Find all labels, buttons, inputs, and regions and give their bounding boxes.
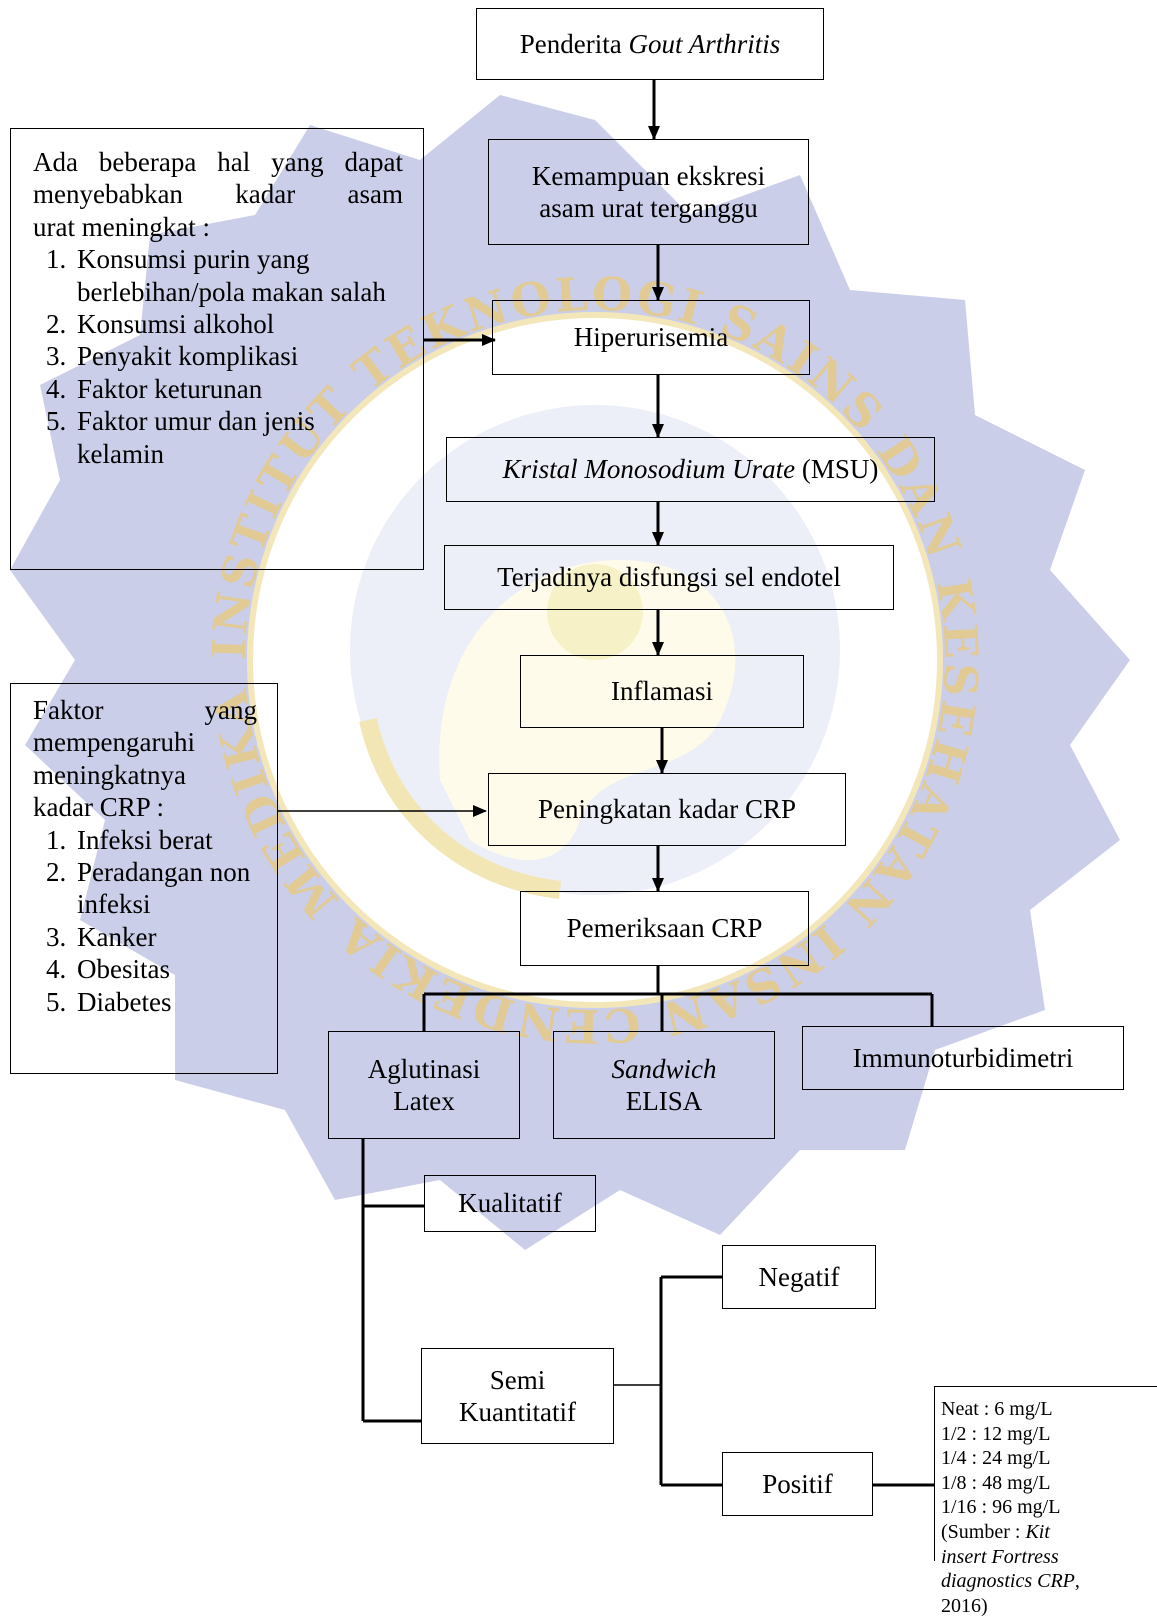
node-positif: Positif: [722, 1452, 873, 1516]
asam-urat-item: Konsumsi alkohol: [73, 308, 403, 340]
asam-urat-item: Faktor keturunan: [73, 373, 403, 405]
crp-item: Infeksi berat: [73, 824, 257, 856]
asam-urat-item: Faktor umur dan jenis kelamin: [73, 405, 403, 470]
asam-urat-item: Penyakit komplikasi: [73, 340, 403, 372]
crp-intro-1: Faktor yang: [33, 695, 257, 725]
node-inflamasi: Inflamasi: [520, 655, 804, 728]
positif-value-line: 1/2 : 12 mg/L: [941, 1422, 1051, 1445]
positif-value-line: Neat : 6 mg/L: [941, 1398, 1053, 1420]
node-pemeriksaan-crp: Pemeriksaan CRP: [520, 891, 809, 966]
node-immunoturbidimetri: Immunoturbidimetri: [802, 1026, 1124, 1090]
asam-urat-intro-3: urat meningkat :: [33, 211, 210, 242]
node-negatif: Negatif: [722, 1245, 876, 1309]
node-gout-arthritis: Penderita Gout Arthritis: [476, 8, 824, 80]
crp-intro-4: kadar CRP :: [33, 792, 164, 823]
crp-item: Kanker: [73, 921, 257, 953]
connectors: [278, 80, 934, 1487]
crp-intro-3: meningkatnya: [33, 759, 186, 790]
crp-item: Peradangan non infeksi: [73, 856, 257, 921]
source-line-4: 2016): [941, 1594, 988, 1617]
asam-urat-intro-1: Ada beberapa hal yang dapat: [33, 147, 403, 177]
crp-item: Obesitas: [73, 953, 257, 985]
asam-urat-intro-2: menyebabkan kadar asam: [33, 179, 403, 210]
box-penyebab-asam-urat: Ada beberapa hal yang dapat menyebabkan …: [10, 128, 424, 570]
source-line-1: (Sumber : Kit: [941, 1520, 1050, 1543]
asam-urat-item: Konsumsi purin yang berlebihan/pola maka…: [73, 243, 403, 308]
node-disfungsi-endotel: Terjadinya disfungsi sel endotel: [444, 545, 894, 610]
node-kualitatif: Kualitatif: [424, 1175, 596, 1232]
watermark-logo: INSTITUT TEKNOLOGI SAINS DAN KESEHATAN I…: [0, 0, 1130, 1250]
node-hiperurisemia: Hiperurisemia: [492, 300, 810, 375]
node-aglutinasi-latex: Aglutinasi Latex: [328, 1031, 520, 1139]
node-sandwich-elisa: Sandwich ELISA: [553, 1031, 775, 1139]
positif-value-line: 1/4 : 24 mg/L: [941, 1447, 1051, 1470]
crp-intro-2: mempengaruhi: [33, 727, 195, 758]
source-line-2: insert Fortress: [941, 1545, 1059, 1568]
node-ekskresi: Kemampuan ekskresi asam urat terganggu: [488, 139, 809, 245]
box-faktor-crp: Faktor yang mempengaruhi meningkatnya ka…: [10, 683, 278, 1074]
box-positif-values: Neat : 6 mg/L 1/2 : 12 mg/L 1/4 : 24 mg/…: [934, 1386, 1157, 1617]
source-line-3: diagnostics CRP,: [941, 1570, 1080, 1593]
crp-item: Diabetes: [73, 986, 257, 1018]
positif-value-line: 1/8 : 48 mg/L: [941, 1471, 1051, 1494]
node-semi-kuantitatif: Semi Kuantitatif: [421, 1348, 614, 1444]
node-peningkatan-crp: Peningkatan kadar CRP: [488, 773, 846, 846]
positif-value-line: 1/16 : 96 mg/L: [941, 1496, 1061, 1519]
node-kristal-msu: Kristal Monosodium Urate (MSU): [446, 437, 935, 502]
